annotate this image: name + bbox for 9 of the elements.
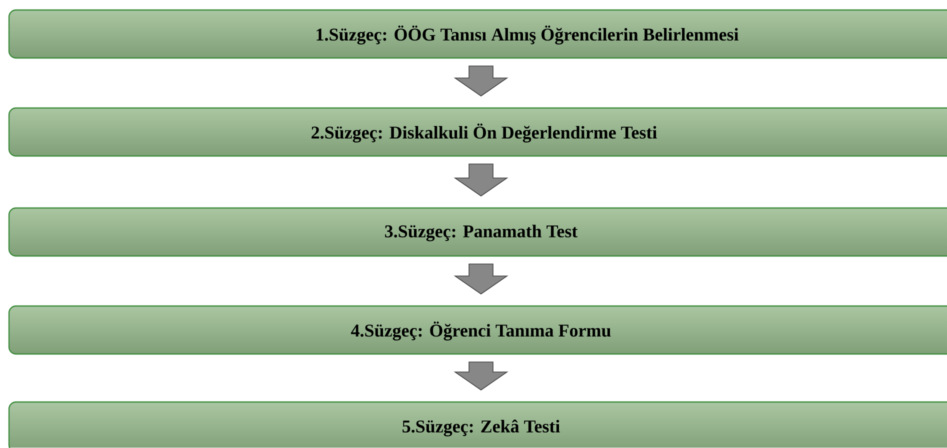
process-box: 3.Süzgeç: Panamath Test <box>8 207 947 257</box>
process-box: 5.Süzgeç: Zekâ Testi <box>8 401 947 448</box>
process-box: 4.Süzgeç: Öğrenci Tanıma Formu <box>8 305 947 355</box>
block-arrow <box>454 164 508 196</box>
process-box: 2.Süzgeç: Diskalkuli Ön Değerlendirme Testi <box>8 107 947 157</box>
process-box: 1.Süzgeç: ÖÖG Tanısı Almış Öğrencilerin Belirlenmesi <box>8 9 947 59</box>
block-arrow <box>454 264 508 294</box>
block-arrow <box>454 362 508 390</box>
block-arrow <box>454 66 508 96</box>
